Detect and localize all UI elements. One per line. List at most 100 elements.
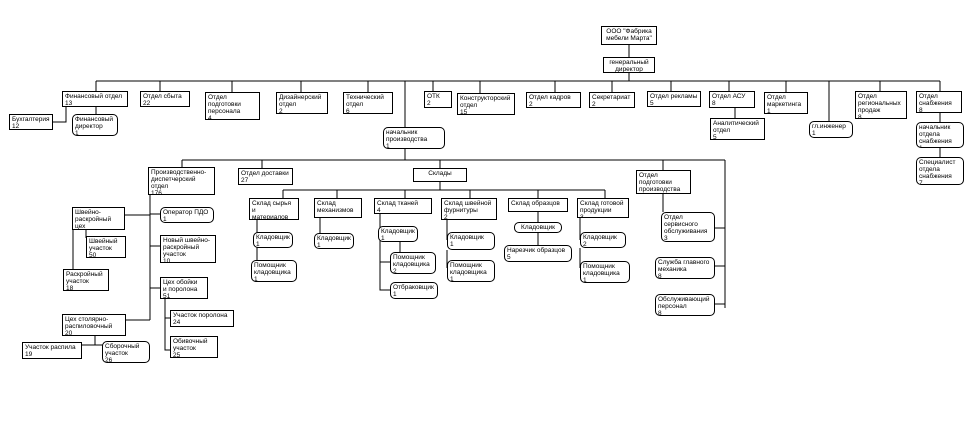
node-count: 15 [460, 109, 468, 115]
node-title: Отбраковщик [393, 284, 434, 291]
new-sewing-node: Новый швейно- раскройный участок 10 [160, 235, 216, 263]
node-title: Технический отдел [346, 94, 384, 108]
node-count: 20 [65, 330, 73, 336]
analytics-node: Аналитический отдел 5 [710, 118, 765, 140]
assembly-area-node: Сборочный участок 26 [102, 341, 150, 363]
wh-fab-helper-node: Помощник кладовщика 2 [390, 252, 436, 274]
node-count: 12 [12, 123, 20, 130]
warehouses-node: Склады [413, 168, 467, 182]
node-title: Кладовщик [521, 224, 555, 231]
node-title: Склад сырья и материалов [252, 200, 292, 220]
node-title: Финансовый отдел [65, 93, 123, 100]
node-count: 50 [89, 252, 97, 258]
node-count: 1 [812, 130, 816, 137]
regional-node: Отдел региональных продаж 8 [855, 91, 907, 119]
node-title: Отдел рекламы [650, 93, 698, 100]
wh-smp-keeper-node: Кладовщик [514, 222, 562, 233]
node-title: Финансовый директор [75, 116, 114, 130]
node-title: начальник отдела снабжения [919, 124, 952, 145]
node-count: 1 [381, 235, 385, 242]
service-node: Отдел сервисного обслуживания 3 [661, 212, 715, 242]
wh-fin-keeper-node: Кладовщик 2 [580, 232, 626, 248]
node-title: ООО "Фабрика мебели Марта" [606, 28, 652, 42]
node-count: 3 [664, 235, 668, 242]
node-count: 1 [583, 277, 587, 283]
node-count: 18 [66, 285, 74, 291]
node-title: Цех обойки и поролона [163, 279, 198, 293]
node-count: 1 [919, 145, 961, 147]
node-title: Склад готовой продукции [580, 200, 624, 214]
node-count: 4 [377, 207, 381, 214]
node-count: 8 [658, 273, 662, 279]
node-title: Производственно- диспетчерский отдел [151, 169, 207, 190]
wh-mech-keeper-node: Кладовщик 1 [314, 233, 354, 249]
node-title: Отдел сервисного обслуживания [664, 214, 708, 235]
fin-dept-node: Финансовый отдел 13 [62, 91, 128, 107]
node-count: 1 [254, 276, 258, 282]
node-title: Раскройный участок [66, 271, 103, 285]
maint-staff-node: Обслуживающий персонал 8 [655, 294, 715, 316]
node-count: 8 [919, 107, 923, 113]
node-title: Помощник кладовщика [583, 263, 620, 277]
node-count: 22 [143, 100, 151, 107]
node-title: Служба главного механика [658, 259, 710, 273]
node-title: гл.инженер [812, 123, 846, 130]
cutting-area-node: Раскройный участок 18 [63, 269, 109, 291]
wh-smp-cutter-node: Нарезчик образцов 5 [504, 245, 572, 262]
node-title: Участок поролона [173, 312, 228, 319]
assembly-shop-node: Цех столярно- распиловочный 20 [62, 314, 126, 336]
wh-fab-keeper-node: Кладовщик 1 [378, 226, 418, 242]
node-title: Склад швейной фурнитуры [444, 200, 492, 214]
wh-raw-node: Склад сырья и материалов 2 [249, 198, 299, 220]
node-count: 27 [241, 177, 249, 184]
node-count: 1 [450, 276, 454, 282]
fin-director-node: Финансовый директор 1 [72, 114, 118, 136]
node-count: 8 [712, 100, 716, 107]
node-title: Конструкторский отдел [460, 95, 511, 109]
node-count: 1 [393, 291, 397, 298]
node-title: Нарезчик образцов [507, 247, 566, 254]
node-count: 2 [393, 268, 397, 274]
supply-head-node: начальник отдела снабжения 1 [916, 122, 964, 148]
node-count: 51 [163, 293, 171, 299]
node-title: Обивочный участок [173, 338, 208, 352]
node-title: Отдел подготовки производства [639, 172, 681, 193]
node-title: начальник производства [386, 129, 428, 143]
node-count: 2 [444, 214, 448, 220]
node-title: Отдел сбыта [143, 93, 182, 100]
node-count: 1 [256, 241, 260, 248]
node-count: 5 [507, 254, 511, 261]
node-count: 1 [767, 108, 771, 114]
personnel-node: Отдел кадров 2 [526, 92, 581, 108]
wh-mech-node: Склад механизмов [314, 198, 362, 218]
node-count: 19 [25, 351, 33, 358]
node-count: 1 [450, 241, 454, 248]
wh-finished-node: Склад готовой продукции 3 [577, 198, 629, 218]
node-title: Бухгалтерия [12, 116, 50, 123]
node-title: Кладовщик [450, 234, 484, 241]
sawing-area-node: Участок распила 19 [22, 342, 82, 359]
otk-node: ОТК 2 [424, 91, 452, 108]
technical-node: Технический отдел 6 [343, 92, 393, 114]
wh-samples-node: Склад образцов [508, 198, 568, 212]
node-title: Секретариат [592, 94, 631, 101]
node-title: Специалист отдела снабжения [919, 159, 956, 180]
wh-fab-rejecter-node: Отбраковщик 1 [390, 282, 438, 299]
node-title: Обслуживающий персонал [658, 296, 710, 310]
node-title: Помощник кладовщика [254, 262, 291, 276]
node-count: 5 [639, 193, 688, 194]
pdo-operator-node: Оператор ПДО 1 [160, 207, 214, 223]
node-title: Сборочный участок [105, 343, 140, 357]
sales-node: Отдел сбыта 22 [140, 91, 190, 107]
node-count: 4 [208, 115, 212, 120]
supply-spec-node: Специалист отдела снабжения 7 [916, 157, 964, 185]
node-title: Цех столярно- распиловочный [65, 316, 113, 330]
node-title: Склады [428, 170, 452, 177]
node-count: 8 [658, 310, 662, 316]
node-title: Помощник кладовщика [393, 254, 430, 268]
node-count: 8 [858, 114, 862, 119]
node-count: 2 [427, 100, 431, 107]
wh-fittings-node: Склад швейной фурнитуры 2 [441, 198, 497, 220]
wh-fin-helper-node: Помощник кладовщика 1 [580, 261, 630, 283]
